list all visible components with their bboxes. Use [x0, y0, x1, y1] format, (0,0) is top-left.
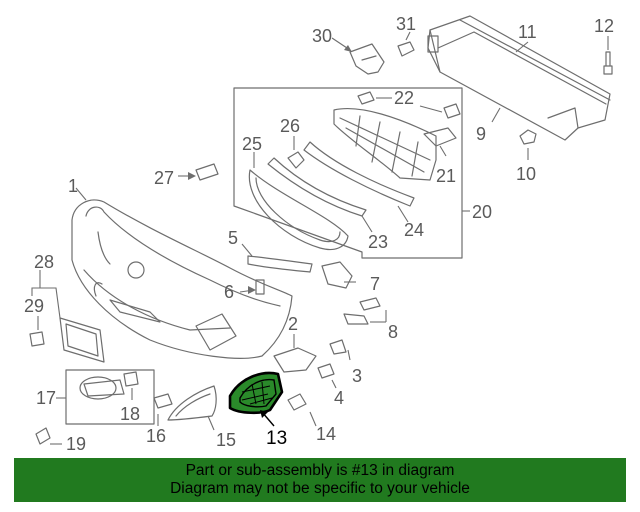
screw-part-31 [397, 31, 415, 57]
screw-part-6 [239, 279, 265, 295]
callout-1: 1 [68, 176, 78, 196]
fog-lamp-box-part-17 [56, 369, 155, 425]
callout-11: 11 [518, 22, 537, 42]
callout-18: 18 [120, 404, 140, 424]
bracket-part-2 [273, 334, 317, 373]
bumper-reinforcement-part [427, 15, 611, 141]
bolt-part-19 [35, 427, 62, 445]
callout-15: 15 [216, 430, 236, 450]
callout-16: 16 [146, 426, 166, 446]
inner-molding [267, 157, 373, 233]
callout-31: 31 [396, 14, 416, 34]
emblem-part-21 [423, 127, 457, 157]
callout-28: 28 [34, 252, 54, 272]
bracket-part-7 [321, 261, 356, 289]
callout-12: 12 [594, 16, 614, 36]
clip-part-27 [178, 163, 219, 181]
callout-5: 5 [228, 228, 238, 248]
screw-part-16 [153, 393, 173, 426]
screw-part-8 [343, 297, 387, 325]
screw-part-22 [357, 91, 461, 119]
callout-23: 23 [368, 232, 388, 252]
callout-20: 20 [472, 202, 492, 222]
callout-2: 2 [288, 314, 298, 334]
callout-21: 21 [436, 166, 456, 186]
callout-29: 29 [24, 296, 44, 316]
plate-bracket-part-28 [31, 270, 105, 363]
callout-3: 3 [352, 366, 362, 386]
callout-25: 25 [242, 134, 262, 154]
parts-diagram: 1 2 3 4 5 6 7 8 9 10 11 12 13 14 15 16 1… [24, 14, 614, 454]
screw-part-14 [287, 393, 317, 427]
bolt-part-12 [603, 36, 613, 75]
callout-6: 6 [224, 282, 234, 302]
clip-part-26 [287, 136, 305, 169]
callout-24: 24 [404, 220, 424, 240]
grille-assembly-box [233, 87, 463, 259]
molding-part-24 [303, 141, 415, 223]
screw-part-18 [123, 371, 139, 400]
bracket-part-30 [331, 37, 385, 75]
grille-frame-part-25 [248, 152, 349, 251]
callout-9: 9 [476, 124, 486, 144]
bracket-part-5 [241, 243, 313, 273]
callout-22: 22 [394, 88, 414, 108]
callout-30: 30 [312, 26, 332, 46]
banner-line-1: Part or sub-assembly is #13 in diagram [185, 462, 455, 479]
callout-27: 27 [154, 168, 174, 188]
callout-17: 17 [36, 388, 56, 408]
callout-26: 26 [280, 116, 300, 136]
callout-19: 19 [66, 434, 86, 454]
screw-part-3 [329, 339, 351, 361]
screw-part-29 [29, 316, 45, 347]
callout-13: 13 [266, 428, 287, 449]
callout-7: 7 [370, 274, 380, 294]
callout-10: 10 [516, 164, 536, 184]
callout-14: 14 [316, 424, 336, 444]
callout-4: 4 [334, 388, 344, 408]
fog-cover-part-15 [167, 385, 217, 431]
bumper-cover-part-1 [71, 187, 293, 359]
banner-line-2: Diagram may not be specific to your vehi… [170, 480, 470, 497]
part-info-banner: Part or sub-assembly is #13 in diagram D… [14, 458, 626, 502]
clip-part-10 [519, 129, 537, 160]
highlighted-part-13[interactable] [228, 371, 284, 427]
callout-8: 8 [388, 322, 398, 342]
upper-grille-mesh [333, 108, 437, 181]
callout-labels: 1 2 3 4 5 6 7 8 9 10 11 12 13 14 15 16 1… [24, 14, 614, 454]
nut-part-4 [317, 363, 337, 389]
